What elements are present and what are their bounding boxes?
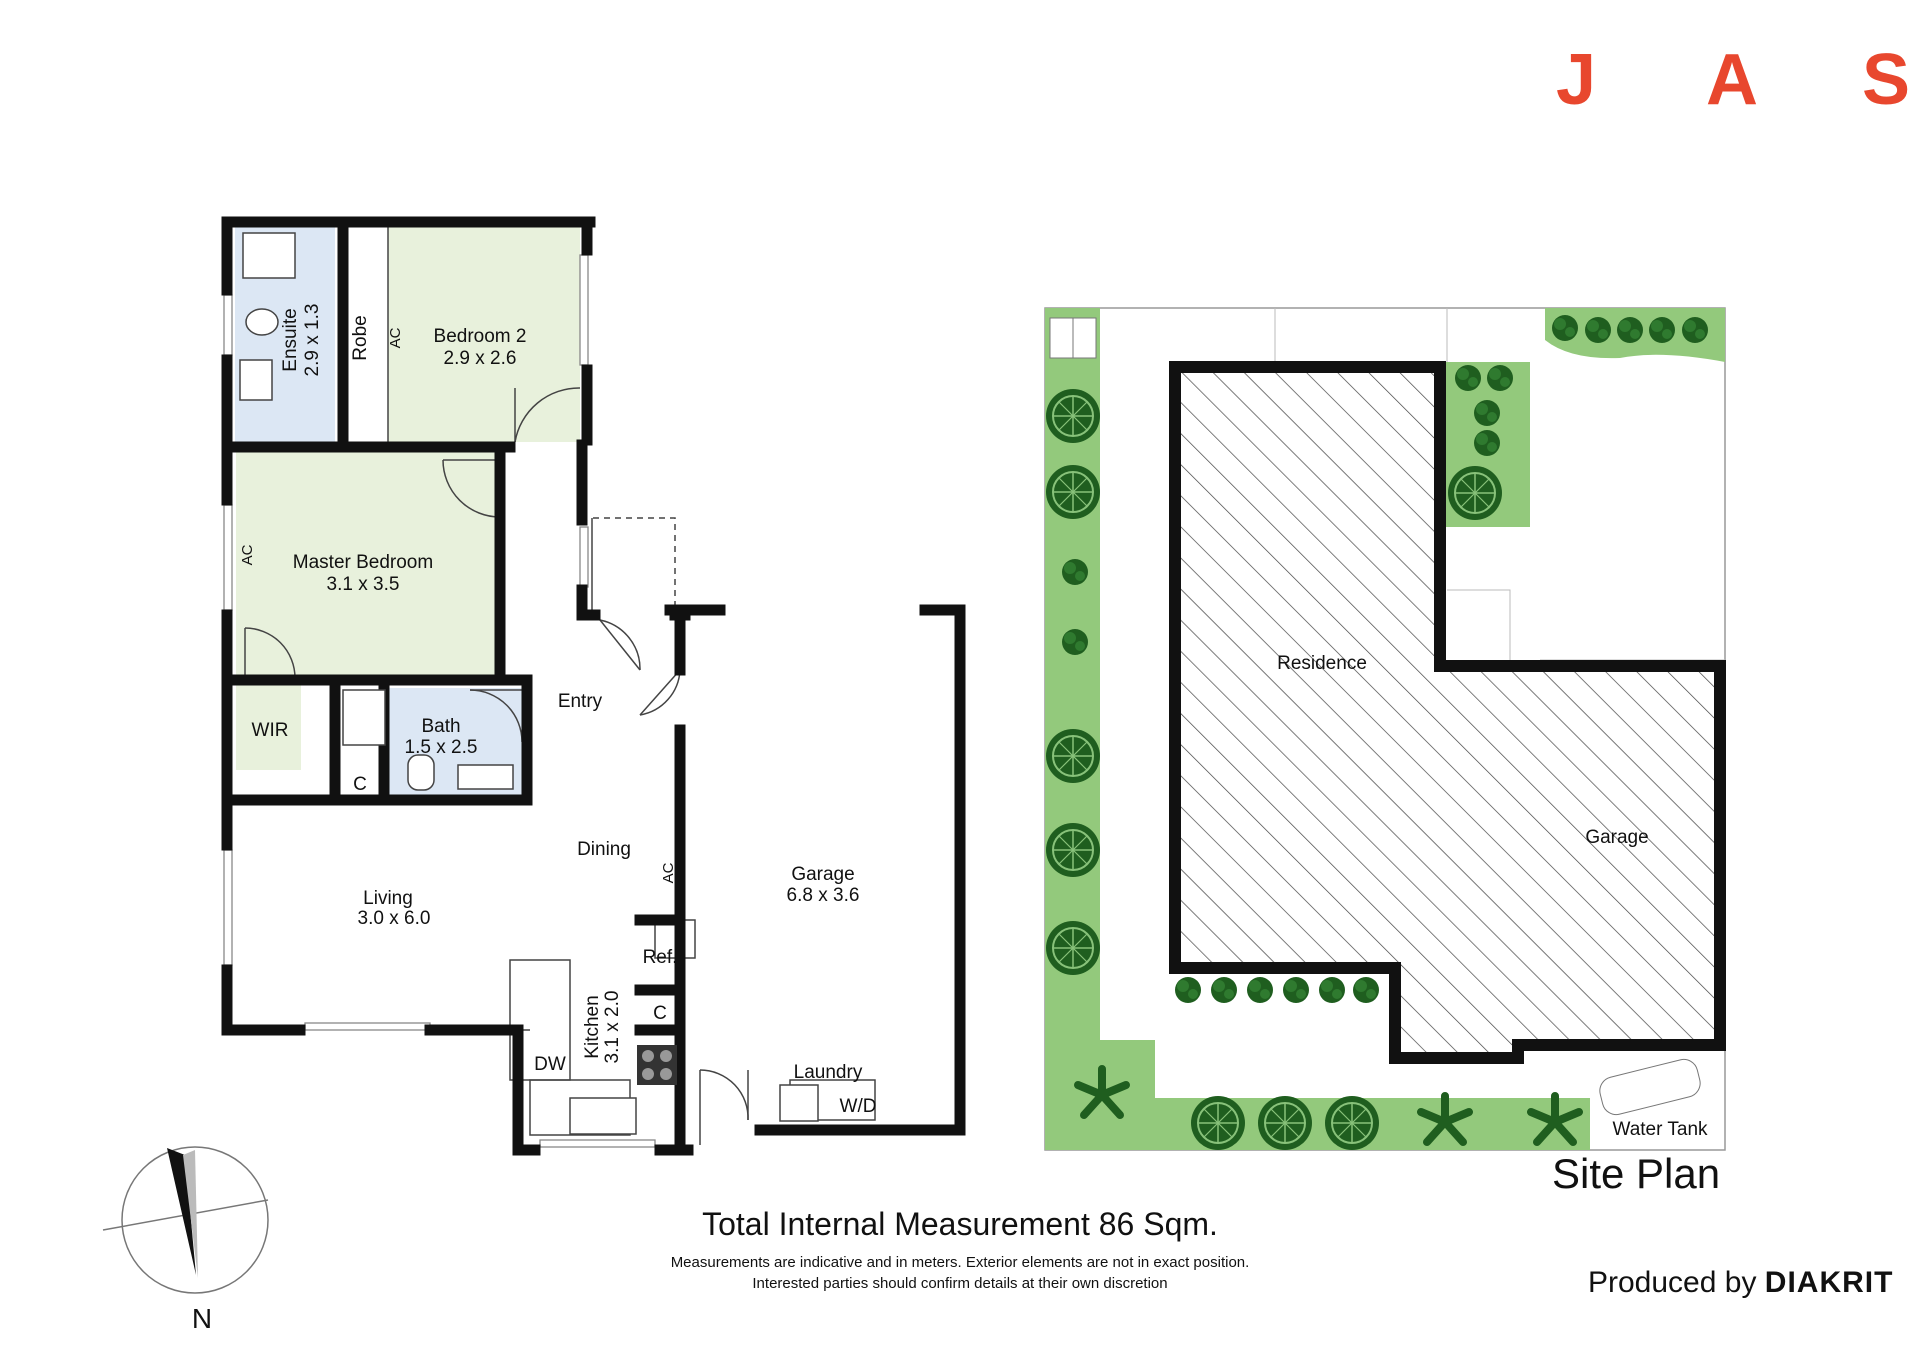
laundry-label: Laundry: [794, 1062, 863, 1083]
bedroom2-fill: [388, 227, 580, 442]
disclaimer-line-2: Interested parties should confirm detail…: [752, 1275, 1168, 1292]
disclaimer-line-1: Measurements are indicative and in meter…: [670, 1254, 1250, 1271]
bath-shower-icon: [342, 689, 386, 746]
garage-size: 6.8 x 3.6: [787, 885, 860, 906]
kitchen-label: Kitchen: [582, 995, 603, 1058]
logo-letter-s: S: [1862, 40, 1911, 120]
living-size: 3.0 x 6.0: [358, 908, 431, 929]
wir-label: WIR: [252, 720, 289, 741]
floor-plan-labels: Ensuite 2.9 x 1.3 Robe AC Bedroom 2 2.9 …: [239, 304, 876, 1117]
ref-label: Ref.: [643, 947, 678, 968]
ensuite-basin-icon: [239, 359, 273, 401]
ac-label-master: AC: [239, 544, 256, 565]
site-plan: Residence Garage Water Tank: [1044, 307, 1726, 1151]
water-tank-shape: [1599, 1058, 1701, 1116]
compass-north-label: N: [192, 1303, 212, 1334]
ensuite-toilet-icon: [245, 308, 279, 336]
bedroom2-size: 2.9 x 2.6: [444, 348, 517, 369]
ensuite-label: Ensuite: [280, 308, 301, 371]
kitchen-sink-icon: [569, 1097, 637, 1135]
producer-name: DIAKRIT: [1764, 1266, 1894, 1299]
wir-fill: [236, 680, 301, 770]
bath-toilet-icon: [407, 754, 435, 791]
logo-letter-j: J: [1556, 40, 1597, 120]
bedroom2-label: Bedroom 2: [434, 326, 527, 347]
total-internal-measurement: Total Internal Measurement 86 Sqm.: [702, 1206, 1218, 1242]
building-footprint: [1169, 361, 1726, 1064]
dining-label: Dining: [577, 839, 631, 860]
master-bedroom-label: Master Bedroom: [293, 552, 433, 573]
bath-cupboard-label: C: [353, 774, 367, 795]
bath-size: 1.5 x 2.5: [405, 737, 478, 758]
entry-label: Entry: [558, 691, 603, 712]
logo-letter-a: A: [1706, 40, 1758, 120]
garden-bed-left: [1045, 308, 1590, 1150]
master-bedroom-fill: [236, 450, 499, 676]
produced-by: Produced by DIAKRIT: [1588, 1266, 1893, 1300]
living-label: Living: [363, 888, 413, 909]
dishwasher-label: DW: [534, 1054, 566, 1075]
kitchen-size: 3.1 x 2.0: [602, 991, 623, 1064]
ensuite-size: 2.9 x 1.3: [302, 304, 323, 377]
site-garage-label: Garage: [1585, 827, 1648, 848]
produced-by-label: Produced by: [1588, 1266, 1757, 1299]
master-bedroom-size: 3.1 x 3.5: [327, 574, 400, 595]
fixtures: [239, 232, 819, 1135]
residence-label: Residence: [1277, 653, 1367, 674]
site-plan-title: Site Plan: [1552, 1150, 1721, 1197]
laundry-trough-icon: [779, 1084, 819, 1122]
bath-label: Bath: [421, 716, 460, 737]
walls: [221, 216, 966, 1156]
kitchen-cupboard-label: C: [653, 1003, 667, 1024]
garage-label: Garage: [791, 864, 854, 885]
ac-label-dining: AC: [660, 862, 677, 883]
robe-label: Robe: [350, 315, 371, 360]
ac-label-bedroom2: AC: [387, 327, 404, 348]
compass: N: [102, 1146, 269, 1334]
water-tank-label: Water Tank: [1612, 1119, 1708, 1140]
cooktop-icon: [637, 1045, 677, 1085]
compass-needle-north: [167, 1148, 196, 1275]
bath-basin-icon: [457, 764, 514, 790]
washer-dryer-label: W/D: [840, 1096, 877, 1117]
ensuite-shower-icon: [242, 232, 296, 279]
